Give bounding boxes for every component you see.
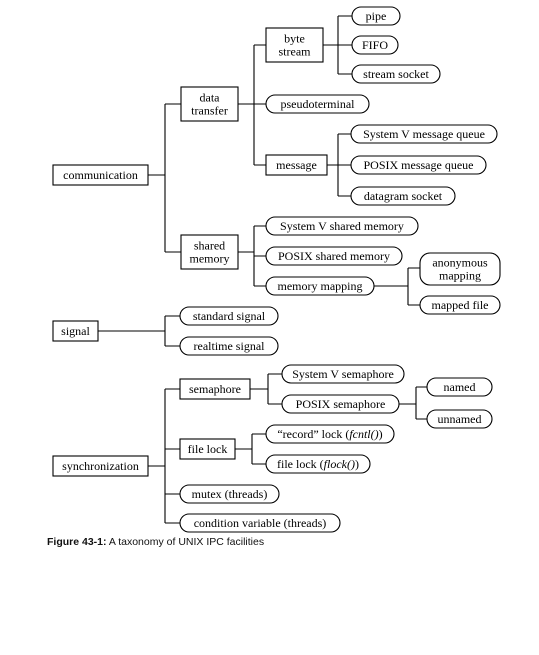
node-standard-signal-label: standard signal xyxy=(193,309,266,323)
node-pipe: pipe xyxy=(351,6,401,26)
node-posix-sem-frame xyxy=(281,394,400,414)
node-record-lock-frame xyxy=(265,424,395,444)
node-sysv-shm-label: System V shared memory xyxy=(280,219,404,233)
node-condvar-label: condition variable (threads) xyxy=(194,516,327,530)
node-datagram-socket: datagram socket xyxy=(350,186,456,206)
node-record-lock-label: “record” lock (fcntl()) xyxy=(277,427,382,441)
connector-lines xyxy=(98,15,427,524)
figure-caption: Figure 43-1: A taxonomy of UNIX IPC faci… xyxy=(47,536,264,548)
node-anonymous-mapping-frame xyxy=(419,252,501,286)
node-sysv-mq-label: System V message queue xyxy=(363,127,485,141)
node-mutex: mutex (threads) xyxy=(179,484,280,504)
node-stream-socket-label: stream socket xyxy=(363,67,429,81)
node-stream-socket-frame xyxy=(351,64,441,84)
node-semaphore-label: semaphore xyxy=(189,382,241,396)
node-flock: file lock (flock()) xyxy=(265,454,371,474)
node-flock-label: file lock (flock()) xyxy=(277,457,359,471)
node-unnamed-frame xyxy=(426,409,493,429)
node-realtime-signal-label: realtime signal xyxy=(194,339,266,353)
node-sysv-shm-frame xyxy=(265,216,419,236)
node-posix-mq-label: POSIX message queue xyxy=(364,158,474,172)
node-posix-sem-label: POSIX semaphore xyxy=(296,397,386,411)
node-posix-sem: POSIX semaphore xyxy=(281,394,400,414)
node-fifo-label: FIFO xyxy=(362,38,388,52)
node-sysv-sem-label: System V semaphore xyxy=(292,367,394,381)
node-realtime-signal-frame xyxy=(179,336,279,356)
node-posix-shm-frame xyxy=(265,246,403,266)
node-memory-mapping-label: memory mapping xyxy=(278,279,363,293)
node-pipe-label: pipe xyxy=(366,9,387,23)
node-message-label: message xyxy=(276,158,317,172)
node-unnamed: unnamed xyxy=(426,409,493,429)
node-pipe-frame xyxy=(351,6,401,26)
node-fifo: FIFO xyxy=(351,35,399,55)
node-stream-socket: stream socket xyxy=(351,64,441,84)
node-flock-frame xyxy=(265,454,371,474)
node-file-lock: file lock xyxy=(179,438,236,460)
node-communication: communication xyxy=(52,164,149,186)
node-named-frame xyxy=(426,377,493,397)
node-pseudoterminal-label: pseudoterminal xyxy=(281,97,356,111)
node-data-transfer-frame xyxy=(180,86,239,122)
node-memory-mapping-frame xyxy=(265,276,375,296)
node-byte-stream-frame xyxy=(265,27,324,63)
node-message-frame xyxy=(265,154,328,176)
node-posix-shm: POSIX shared memory xyxy=(265,246,403,266)
node-sysv-sem-frame xyxy=(281,364,405,384)
node-pseudoterminal: pseudoterminal xyxy=(265,94,370,114)
node-file-lock-frame xyxy=(179,438,236,460)
node-posix-shm-label: POSIX shared memory xyxy=(278,249,390,263)
node-fifo-frame xyxy=(351,35,399,55)
node-realtime-signal: realtime signal xyxy=(179,336,279,356)
node-unnamed-label: unnamed xyxy=(438,412,482,426)
node-semaphore-frame xyxy=(179,378,251,400)
node-memory-mapping: memory mapping xyxy=(265,276,375,296)
node-signal-frame xyxy=(52,320,99,342)
node-semaphore: semaphore xyxy=(179,378,251,400)
node-communication-label: communication xyxy=(63,168,138,182)
node-sysv-mq-frame xyxy=(350,124,498,144)
node-record-lock: “record” lock (fcntl()) xyxy=(265,424,395,444)
node-named: named xyxy=(426,377,493,397)
node-message: message xyxy=(265,154,328,176)
node-mutex-label: mutex (threads) xyxy=(192,487,268,501)
node-signal: signal xyxy=(52,320,99,342)
node-synchronization-frame xyxy=(52,455,149,477)
node-pseudoterminal-frame xyxy=(265,94,370,114)
node-mapped-file-label: mapped file xyxy=(432,298,489,312)
node-condvar-frame xyxy=(179,513,341,533)
node-signal-label: signal xyxy=(61,324,90,338)
node-shared-memory-frame xyxy=(180,234,239,270)
node-synchronization-label: synchronization xyxy=(62,459,139,473)
node-synchronization: synchronization xyxy=(52,455,149,477)
node-sysv-shm: System V shared memory xyxy=(265,216,419,236)
node-posix-mq-frame xyxy=(350,155,487,175)
node-datagram-socket-label: datagram socket xyxy=(364,189,443,203)
node-datagram-socket-frame xyxy=(350,186,456,206)
node-communication-frame xyxy=(52,164,149,186)
node-standard-signal: standard signal xyxy=(179,306,279,326)
node-posix-mq: POSIX message queue xyxy=(350,155,487,175)
node-named-label: named xyxy=(444,380,476,394)
node-standard-signal-frame xyxy=(179,306,279,326)
node-sysv-mq: System V message queue xyxy=(350,124,498,144)
figure-number: Figure 43-1: xyxy=(47,536,107,548)
node-mapped-file-frame xyxy=(419,295,501,315)
node-condvar: condition variable (threads) xyxy=(179,513,341,533)
figure-caption-text: A taxonomy of UNIX IPC facilities xyxy=(108,536,265,548)
node-file-lock-label: file lock xyxy=(188,442,228,456)
node-sysv-sem: System V semaphore xyxy=(281,364,405,384)
node-mutex-frame xyxy=(179,484,280,504)
node-mapped-file: mapped file xyxy=(419,295,501,315)
